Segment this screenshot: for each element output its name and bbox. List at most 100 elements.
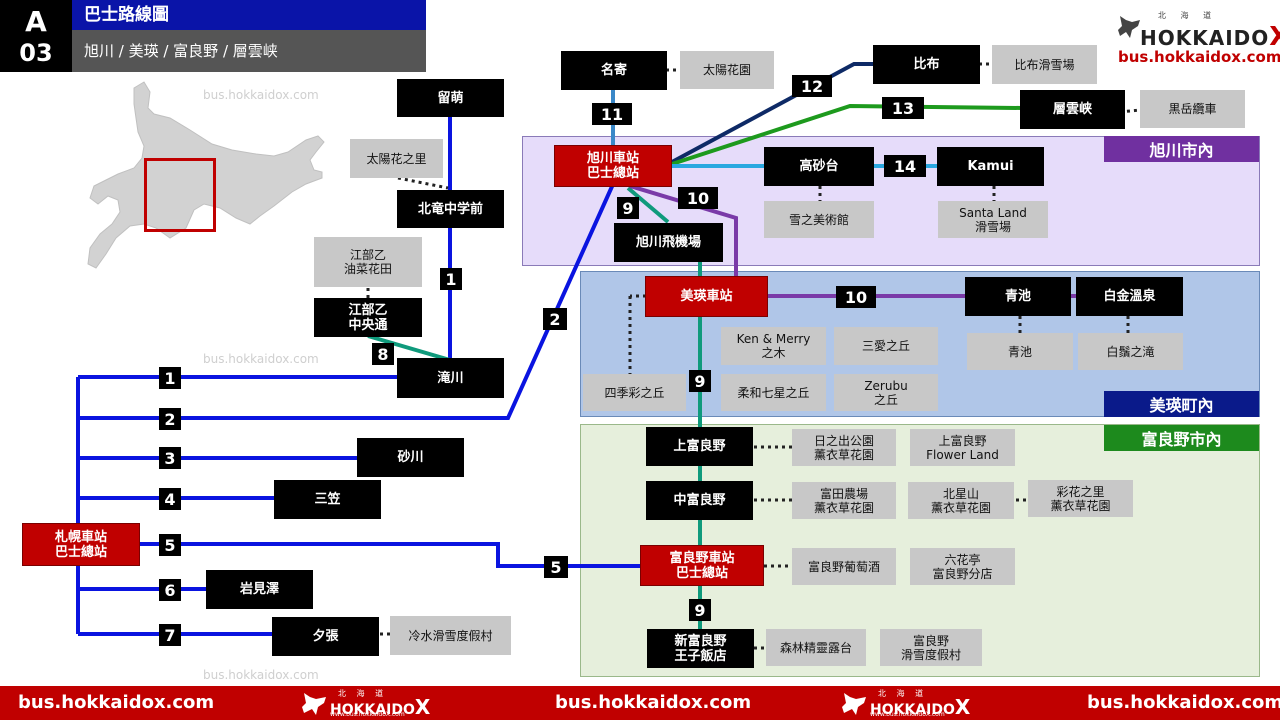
route-number-7: 7	[159, 624, 181, 646]
logo-word: HOKKAIDO	[1140, 26, 1270, 50]
route-number-12: 12	[792, 75, 832, 97]
attraction-hokuseiyama: 北星山 薰衣草花園	[908, 482, 1014, 519]
stop-shirogane: 白金溫泉	[1076, 277, 1183, 316]
attraction-hinode: 日之出公園 薰衣草花園	[792, 429, 896, 466]
brand-logo: 北 海 道 HOKKAIDOX bus.hokkaidox.com	[1116, 8, 1280, 66]
route-number-11: 11	[592, 103, 632, 125]
stop-iwamizawa: 岩見澤	[206, 570, 313, 609]
footer-url[interactable]: bus.hokkaidox.com	[18, 692, 215, 713]
attraction-furano-ski: 富良野 滑雪度假村	[880, 629, 982, 666]
attraction-sunflower-nayoro: 太陽花園	[680, 51, 774, 89]
site-url[interactable]: bus.hokkaidox.com	[1118, 48, 1280, 66]
attraction-zerubu: Zerubu 之丘	[834, 374, 938, 411]
route-number-1: 1	[159, 367, 181, 389]
route-number-1: 1	[440, 268, 462, 290]
stop-nakafurano: 中富良野	[646, 481, 753, 520]
stop-biei: 美瑛車站	[645, 276, 768, 317]
hokkaido-shape-icon	[842, 693, 866, 715]
logo-small-text: 北 海 道	[1158, 11, 1218, 20]
footer-logo-url: www.bus.hokkaidoX.com	[330, 711, 405, 718]
region-label-biei: 美瑛町內	[1104, 391, 1259, 417]
stop-hokuryu: 北竜中学前	[397, 190, 504, 228]
route-number-2: 2	[159, 408, 181, 430]
footer-logo-url: www.bus.hokkaidoX.com	[870, 711, 945, 718]
attraction-sunflower-hokuryu: 太陽花之里	[350, 139, 443, 178]
attraction-connectors	[366, 62, 1141, 650]
route-9-line	[626, 186, 670, 224]
attraction-winery: 富良野葡萄酒	[792, 548, 896, 585]
attraction-rokkatei: 六花亭 富良野分店	[910, 548, 1015, 585]
page-subtitle: 旭川 / 美瑛 / 富良野 / 層雲峡	[72, 30, 426, 72]
route-number-13: 13	[882, 97, 924, 119]
footer-bar: bus.hokkaidox.com 北 海 道 HOKKAIDOX www.bu…	[0, 686, 1280, 720]
watermark: bus.hokkaidox.com	[203, 88, 319, 102]
stop-ebeotsu: 江部乙 中央通	[314, 298, 422, 337]
attraction-flowerland: 上富良野 Flower Land	[910, 429, 1015, 466]
attraction-kurodake: 黒岳纜車	[1140, 90, 1245, 128]
footer-url[interactable]: bus.hokkaidox.com	[1087, 692, 1280, 713]
hokkaido-shape-icon	[1118, 16, 1140, 38]
route-8-line	[367, 334, 451, 362]
region-label-asahikawa: 旭川市內	[1104, 136, 1259, 162]
stop-rumoi: 留萌	[397, 79, 504, 117]
footer-logo-small: 北 海 道	[338, 689, 388, 698]
footer-logo-small: 北 海 道	[878, 689, 928, 698]
stop-furano: 富良野車站 巴士總站	[640, 545, 764, 586]
map-highlight-rectangle	[144, 158, 216, 232]
route-number-3: 3	[159, 447, 181, 469]
footer-logo-x: X	[414, 695, 431, 719]
stop-takasagodai: 高砂台	[764, 147, 874, 186]
stop-pippu: 比布	[873, 45, 980, 84]
stop-takikawa: 滝川	[397, 358, 504, 398]
attraction-kenmerry: Ken & Merry 之木	[721, 327, 826, 365]
stop-mikasa: 三笠	[274, 480, 381, 519]
hokkaido-shape-icon	[302, 693, 326, 715]
route-code-badge	[0, 0, 72, 72]
stop-asahikawa: 旭川車站 巴士總站	[554, 145, 672, 187]
route-code-number: 03	[19, 38, 53, 67]
route-number-5: 5	[159, 534, 181, 556]
route-number-9: 9	[617, 197, 639, 219]
logo-text: HOKKAIDOX	[1140, 22, 1280, 52]
footer-url[interactable]: bus.hokkaidox.com	[555, 692, 752, 713]
footer-logo-word: HOKKAIDO	[870, 702, 955, 718]
route-number-9: 9	[689, 370, 711, 392]
route-number-10: 10	[836, 286, 876, 308]
attraction-mount-racey: 冷水滑雪度假村	[390, 616, 511, 655]
footer-logo: 北 海 道 HOKKAIDOX www.bus.hokkaidoX.com	[296, 687, 446, 719]
footer-logo-x: X	[954, 695, 971, 719]
stop-asahikawa-airport: 旭川飛機場	[614, 223, 723, 262]
route-number-9: 9	[689, 599, 711, 621]
attraction-sanai: 三愛之丘	[834, 327, 938, 365]
hokkaido-map	[87, 81, 325, 269]
route-number-8: 8	[372, 343, 394, 365]
stop-kamui: Kamui	[937, 147, 1044, 186]
stop-sunagawa: 砂川	[357, 438, 464, 477]
watermark: bus.hokkaidox.com	[203, 668, 319, 682]
attraction-nanatsuboshi: 柔和七星之丘	[721, 374, 826, 411]
stop-shinfurano: 新富良野 王子飯店	[647, 629, 754, 668]
attraction-tomita: 富田農場 薰衣草花園	[792, 482, 896, 519]
page-title: 巴士路線圖	[72, 0, 426, 30]
footer-logo-word: HOKKAIDO	[330, 702, 415, 718]
stop-nayoro: 名寄	[561, 51, 667, 90]
attraction-rapeseed: 江部乙 油菜花田	[314, 237, 422, 287]
route-number-5: 5	[544, 556, 568, 578]
attraction-shikisai: 四季彩之丘	[583, 374, 686, 411]
stop-sapporo: 札幌車站 巴士總站	[22, 523, 140, 566]
route-number-6: 6	[159, 579, 181, 601]
attraction-santaland: Santa Land 滑雪場	[938, 201, 1048, 238]
route-10-line	[629, 184, 738, 276]
attraction-snow-museum: 雪之美術館	[764, 201, 874, 238]
route-12-line	[671, 62, 874, 164]
stop-aoike: 青池	[965, 277, 1071, 316]
footer-logo-text: HOKKAIDOX	[330, 695, 430, 719]
route-number-14: 14	[884, 155, 926, 177]
watermark: bus.hokkaidox.com	[203, 352, 319, 366]
stop-kamifurano: 上富良野	[646, 427, 753, 466]
route-number-2: 2	[543, 308, 567, 330]
route-number-4: 4	[159, 488, 181, 510]
stop-sounkyo: 層雲峡	[1020, 90, 1125, 129]
logo-x: X	[1269, 22, 1280, 52]
